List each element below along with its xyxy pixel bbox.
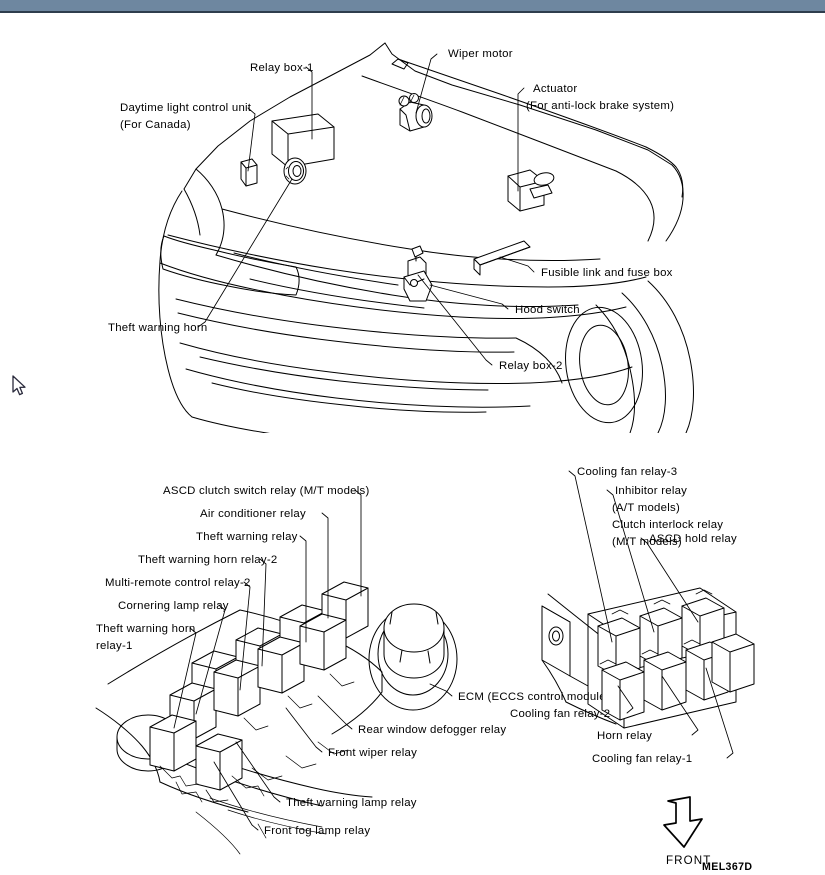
figure-code: MEL367D [702, 861, 753, 873]
callout-rear-window-defogger-relay: Rear window defogger relay [358, 724, 506, 736]
callout-ecm-eccs-control-module-relay: ECM (ECCS control module) relay [458, 691, 639, 703]
callout-inhibitor-relay: Inhibitor relay [615, 485, 687, 497]
hood-switch-component [403, 245, 433, 302]
wiper-motor-component [398, 93, 433, 132]
relay-box-2-row-lower [601, 633, 755, 721]
relay-box-detail-diagram: ASCD clutch switch relay (M/T models) Ai… [95, 466, 755, 873]
relay-box-2-row-upper [597, 597, 725, 677]
relay-box-1-callout-text: ASCD clutch switch relay (M/T models) Ai… [96, 485, 639, 837]
relay-box-1-component [271, 113, 335, 168]
callout-theft-warning-horn: Theft warning horn [108, 322, 207, 334]
callout-hood-switch: Hood switch [515, 304, 580, 316]
callout-actuator: Actuator [533, 83, 577, 95]
callout-multi-remote-control-relay-2: Multi-remote control relay-2 [105, 577, 251, 589]
engine-bay-callout-text: Relay box-1 Wiper motor Actuator (For an… [108, 48, 674, 372]
fusible-link-and-fuse-box-component [473, 240, 531, 276]
callout-horn-relay: Horn relay [597, 730, 652, 742]
callout-front-wiper-relay: Front wiper relay [328, 747, 417, 759]
daytime-light-control-unit-component [240, 158, 258, 187]
callout-theft-warning-relay: Theft warning relay [196, 531, 298, 543]
strut-reservoir-cap [368, 603, 458, 711]
engine-compartment-diagram: Relay box-1 Wiper motor Actuator (For an… [108, 42, 694, 433]
manual-page: Relay box-1 Wiper motor Actuator (For an… [0, 13, 825, 873]
callout-relay-box-2: Relay box-2 [499, 360, 563, 372]
callout-theft-warning-horn-relay-1-line1: Theft warning horn [96, 623, 195, 635]
front-direction-arrow [663, 796, 703, 848]
relay-box-2-callout-text: Cooling fan relay-3 Inhibitor relay (A/T… [510, 466, 737, 765]
callout-wiper-motor: Wiper motor [448, 48, 513, 60]
relay-box-1-illustration [95, 581, 383, 855]
relay-row-front [149, 714, 243, 791]
relay-box-2-leaders [568, 470, 734, 759]
callout-cooling-fan-relay-3: Cooling fan relay-3 [577, 466, 677, 478]
callout-theft-warning-horn-relay-1-line2: relay-1 [96, 640, 133, 652]
callout-daytime-light-control-unit-subtitle: (For Canada) [120, 119, 191, 131]
callout-front-fog-lamp-relay: Front fog lamp relay [264, 825, 370, 837]
actuator-component [507, 169, 555, 212]
callout-air-conditioner-relay: Air conditioner relay [200, 508, 306, 520]
callout-cornering-lamp-relay: Cornering lamp relay [118, 600, 229, 612]
callout-relay-box-1: Relay box-1 [250, 62, 314, 74]
callout-cooling-fan-relay-1: Cooling fan relay-1 [592, 753, 692, 765]
callout-clutch-interlock-relay-subtitle: (M/T models) [612, 536, 682, 548]
callout-ascd-clutch-switch-relay: ASCD clutch switch relay (M/T models) [163, 485, 370, 497]
viewer-header-bar [0, 0, 825, 13]
callout-inhibitor-relay-subtitle: (A/T models) [612, 502, 680, 514]
callout-theft-warning-horn-relay-2: Theft warning horn relay-2 [138, 554, 277, 566]
relay-row-middle [169, 613, 347, 740]
callout-ascd-hold-relay: ASCD hold relay [649, 533, 737, 545]
callout-fusible-link-and-fuse-box: Fusible link and fuse box [541, 267, 673, 279]
callout-cooling-fan-relay-2: Cooling fan relay-2 [510, 708, 610, 720]
theft-warning-horn-component [283, 157, 307, 185]
callout-actuator-subtitle: (For anti-lock brake system) [526, 100, 674, 112]
callout-daytime-light-control-unit: Daytime light control unit [120, 102, 252, 114]
relay-box-1-leaders [173, 489, 453, 831]
callout-clutch-interlock-relay: Clutch interlock relay [612, 519, 723, 531]
callout-leaders [197, 53, 535, 366]
relay-box-2-illustration [541, 587, 755, 729]
callout-theft-warning-lamp-relay: Theft warning lamp relay [286, 797, 417, 809]
